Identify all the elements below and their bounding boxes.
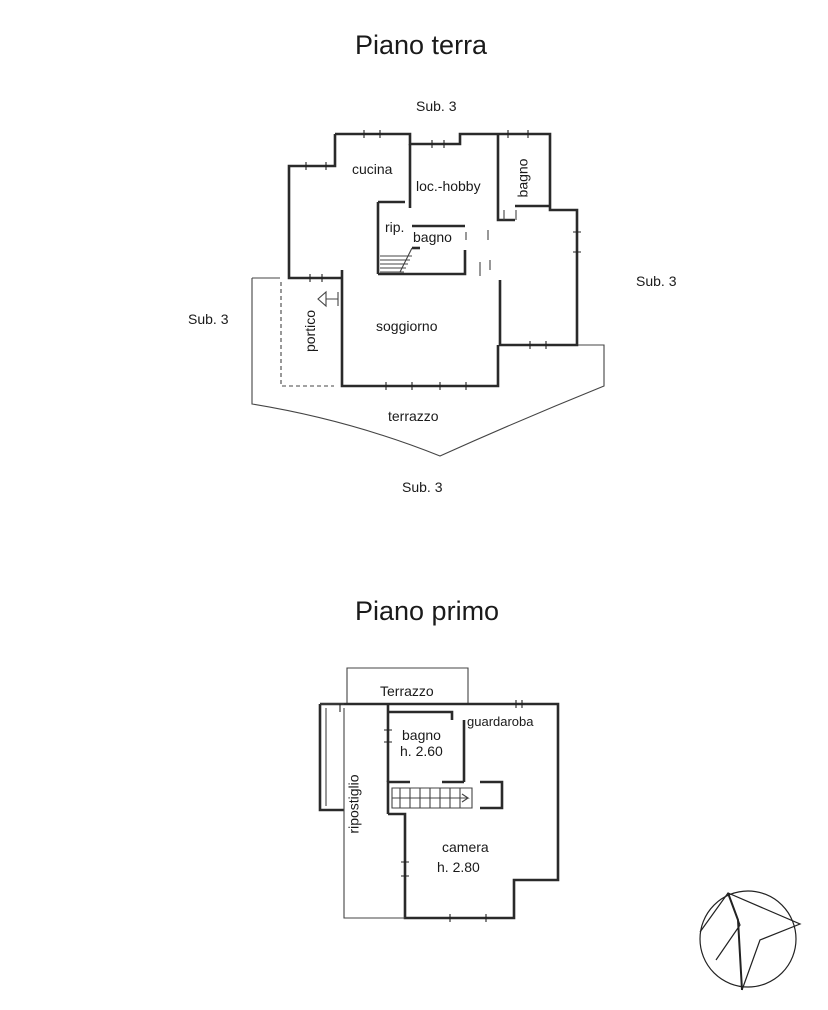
ff-guardaroba: guardaroba [467,714,534,729]
ff-terrazzo: Terrazzo [380,683,434,699]
ff-bagno: bagno [402,727,441,743]
ff-camera-height: h. 2.80 [437,859,480,875]
room-hobby: loc.-hobby [416,178,481,194]
ff-bagno-height: h. 2.60 [400,743,443,759]
first-floor-title: Piano primo [355,596,500,626]
sub-bottom-label: Sub. 3 [402,479,443,495]
sub-top-label: Sub. 3 [416,98,457,114]
ff-camera: camera [442,839,489,855]
room-bagno: bagno [413,229,452,245]
sub-left-label: Sub. 3 [188,311,229,327]
room-rip: rip. [385,219,405,235]
room-soggiorno: soggiorno [376,318,438,334]
sub-right-label: Sub. 3 [636,273,677,289]
ground-floor-title: Piano terra [355,30,488,60]
room-cucina: cucina [352,161,393,177]
room-terrazzo: terrazzo [388,408,439,424]
